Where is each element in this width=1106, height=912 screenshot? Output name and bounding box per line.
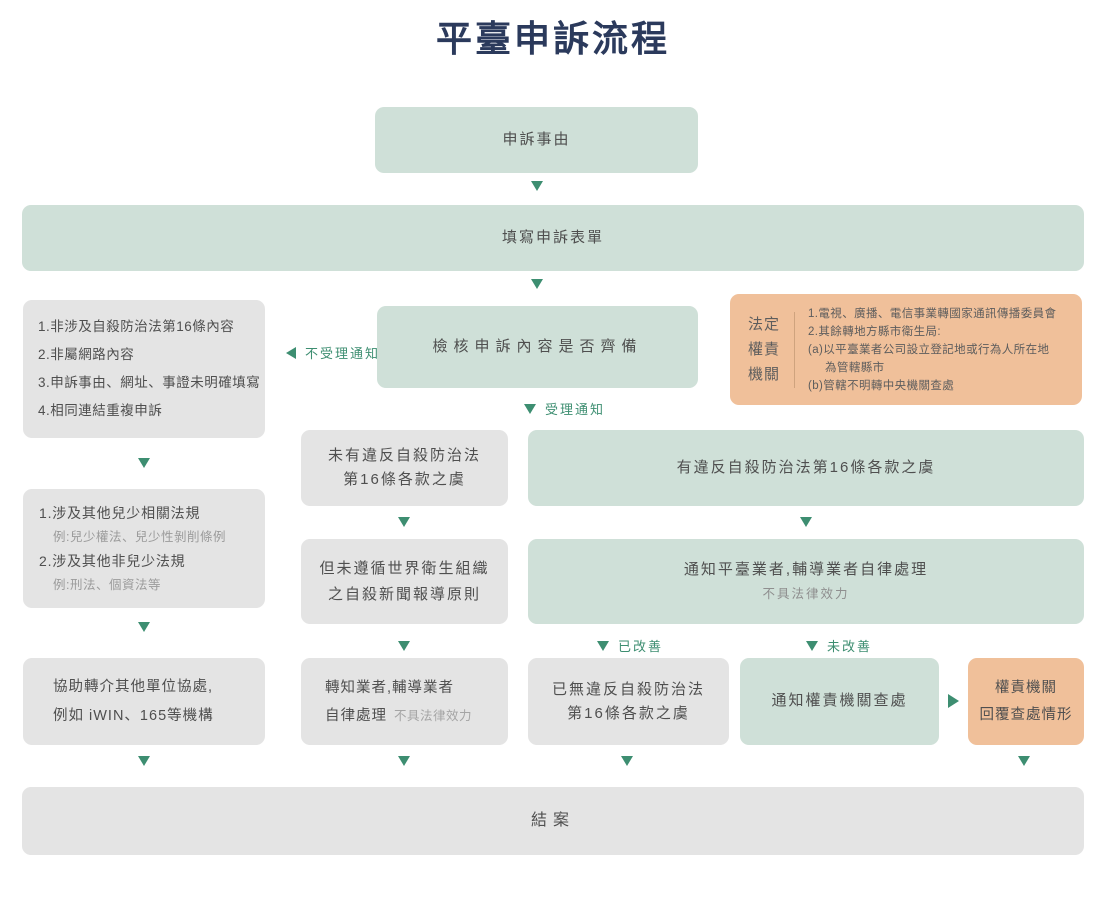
node-label-line: 回覆查處情形	[979, 706, 1073, 723]
node-label-line: 已無違反自殺防治法	[551, 680, 705, 698]
node-authority-reply: 權責機關 回覆查處情形	[968, 658, 1084, 745]
node-label: 結案	[530, 812, 575, 829]
reject-reason-line: 3.申訴事由、網址、事證未明確填寫	[38, 375, 261, 390]
node-complaint-reason: 申訴事由	[375, 107, 698, 173]
node-no-violation: 未有違反自殺防治法 第16條各款之虞	[301, 430, 508, 506]
arrow-down-icon	[138, 622, 150, 632]
arrow-down-icon	[398, 756, 410, 766]
node-violation: 有違反自殺防治法第16條各款之虞	[528, 430, 1084, 506]
legal-authority-title: 法定 權責 機關	[744, 312, 790, 387]
legal-authority-items: 1.電視、廣播、電信事業轉國家通訊傳播委員會 2.其餘轉地方縣市衛生局: (a)…	[808, 305, 1056, 395]
arrow-right-icon	[948, 694, 959, 708]
node-reject-reasons: 1.非涉及自殺防治法第16條內容 2.非屬網路內容 3.申訴事由、網址、事證未明…	[23, 300, 265, 438]
arrow-down-icon	[138, 458, 150, 468]
node-notify-authority: 通知權責機關查處	[740, 658, 939, 745]
node-inline-note: 不具法律效力	[394, 708, 473, 723]
legal-authority-item: (b)管轄不明轉中央機關查處	[808, 379, 955, 392]
node-legal-authority: 法定 權責 機關 1.電視、廣播、電信事業轉國家通訊傳播委員會 2.其餘轉地方縣…	[730, 294, 1082, 405]
other-laws-example: 例:刑法、個資法等	[53, 577, 161, 592]
arrow-down-icon	[531, 279, 543, 289]
node-subnote: 不具法律效力	[762, 587, 850, 602]
arrow-down-icon	[806, 640, 818, 651]
label-improved: 已改善	[597, 636, 663, 655]
node-close-case: 結案	[22, 787, 1084, 855]
node-label-line: 權責機關	[995, 680, 1057, 697]
other-laws-line: 1.涉及其他兒少相關法規	[39, 504, 201, 521]
vertical-divider	[794, 311, 796, 388]
node-label: 填寫申訴表單	[501, 228, 604, 246]
node-refer-other-units: 協助轉介其他單位協處, 例如 iWIN、165等機構	[23, 658, 265, 745]
arrow-down-icon	[138, 756, 150, 766]
label-text: 不受理通知	[305, 346, 381, 361]
arrow-down-icon	[597, 640, 609, 651]
legal-authority-title-line: 機關	[748, 366, 781, 383]
legal-authority-item: 2.其餘轉地方縣市衛生局:	[808, 325, 942, 338]
legal-authority-title-line: 權責	[748, 341, 781, 358]
reject-reason-line: 1.非涉及自殺防治法第16條內容	[38, 319, 235, 334]
node-check-content: 檢核申訴內容是否齊備	[377, 306, 698, 388]
legal-authority-title-line: 法定	[748, 316, 781, 333]
node-label-line: 之自殺新聞報導原則	[327, 585, 481, 603]
node-label: 檢核申訴內容是否齊備	[432, 337, 643, 355]
legal-authority-item: 1.電視、廣播、電信事業轉國家通訊傳播委員會	[808, 307, 1057, 320]
arrow-down-icon	[621, 756, 633, 766]
node-no-more-violation: 已無違反自殺防治法 第16條各款之虞	[528, 658, 729, 745]
label-text: 未改善	[827, 639, 873, 654]
arrow-down-icon	[531, 181, 543, 191]
other-laws-example: 例:兒少權法、兒少性剝削條例	[53, 529, 226, 544]
arrow-down-icon	[398, 641, 410, 651]
node-label-line: 未有違反自殺防治法	[327, 447, 481, 464]
legal-authority-item: 為管轄縣市	[825, 361, 885, 374]
node-label-line: 協助轉介其他單位協處,	[53, 678, 214, 695]
label-text: 受理通知	[545, 402, 606, 417]
node-label: 申訴事由	[502, 130, 571, 148]
page-title: 平臺申訴流程	[435, 18, 670, 59]
node-label: 通知權責機關查處	[771, 692, 908, 710]
label-reject-notice: 不受理通知	[286, 343, 380, 362]
arrow-down-icon	[524, 403, 536, 414]
other-laws-line: 2.涉及其他非兒少法規	[39, 552, 186, 569]
node-label-line: 自律處理不具法律效力	[325, 702, 472, 730]
node-label-line: 例如 iWIN、165等機構	[53, 707, 214, 724]
label-accept-notice: 受理通知	[524, 399, 605, 418]
node-other-laws: 1.涉及其他兒少相關法規 例:兒少權法、兒少性剝削條例 2.涉及其他非兒少法規 …	[23, 489, 265, 608]
arrow-down-icon	[800, 517, 812, 527]
label-text: 已改善	[618, 639, 664, 654]
node-fill-form: 填寫申訴表單	[22, 205, 1084, 271]
node-not-follow-who: 但未遵循世界衛生組織 之自殺新聞報導原則	[301, 539, 508, 624]
arrow-left-icon	[286, 346, 296, 359]
node-label-line: 第16條各款之虞	[343, 471, 466, 488]
node-label-line: 第16條各款之虞	[567, 704, 690, 722]
node-label: 有違反自殺防治法第16條各款之虞	[676, 458, 936, 476]
node-label-text: 自律處理	[325, 707, 387, 724]
node-label-line: 轉知業者,輔導業者	[325, 679, 455, 696]
legal-authority-item: (a)以平臺業者公司設立登記地或行為人所在地	[808, 343, 1050, 356]
node-label: 通知平臺業者,輔導業者自律處理	[683, 560, 929, 578]
node-notify-business: 轉知業者,輔導業者 自律處理不具法律效力	[301, 658, 508, 745]
node-label-line: 但未遵循世界衛生組織	[319, 560, 490, 577]
label-not-improved: 未改善	[806, 636, 872, 655]
reject-reason-line: 4.相同連結重複申訴	[38, 403, 163, 418]
arrow-down-icon	[1018, 756, 1030, 766]
arrow-down-icon	[398, 517, 410, 527]
node-notify-platform: 通知平臺業者,輔導業者自律處理 不具法律效力	[528, 539, 1084, 624]
reject-reason-line: 2.非屬網路內容	[38, 347, 135, 362]
